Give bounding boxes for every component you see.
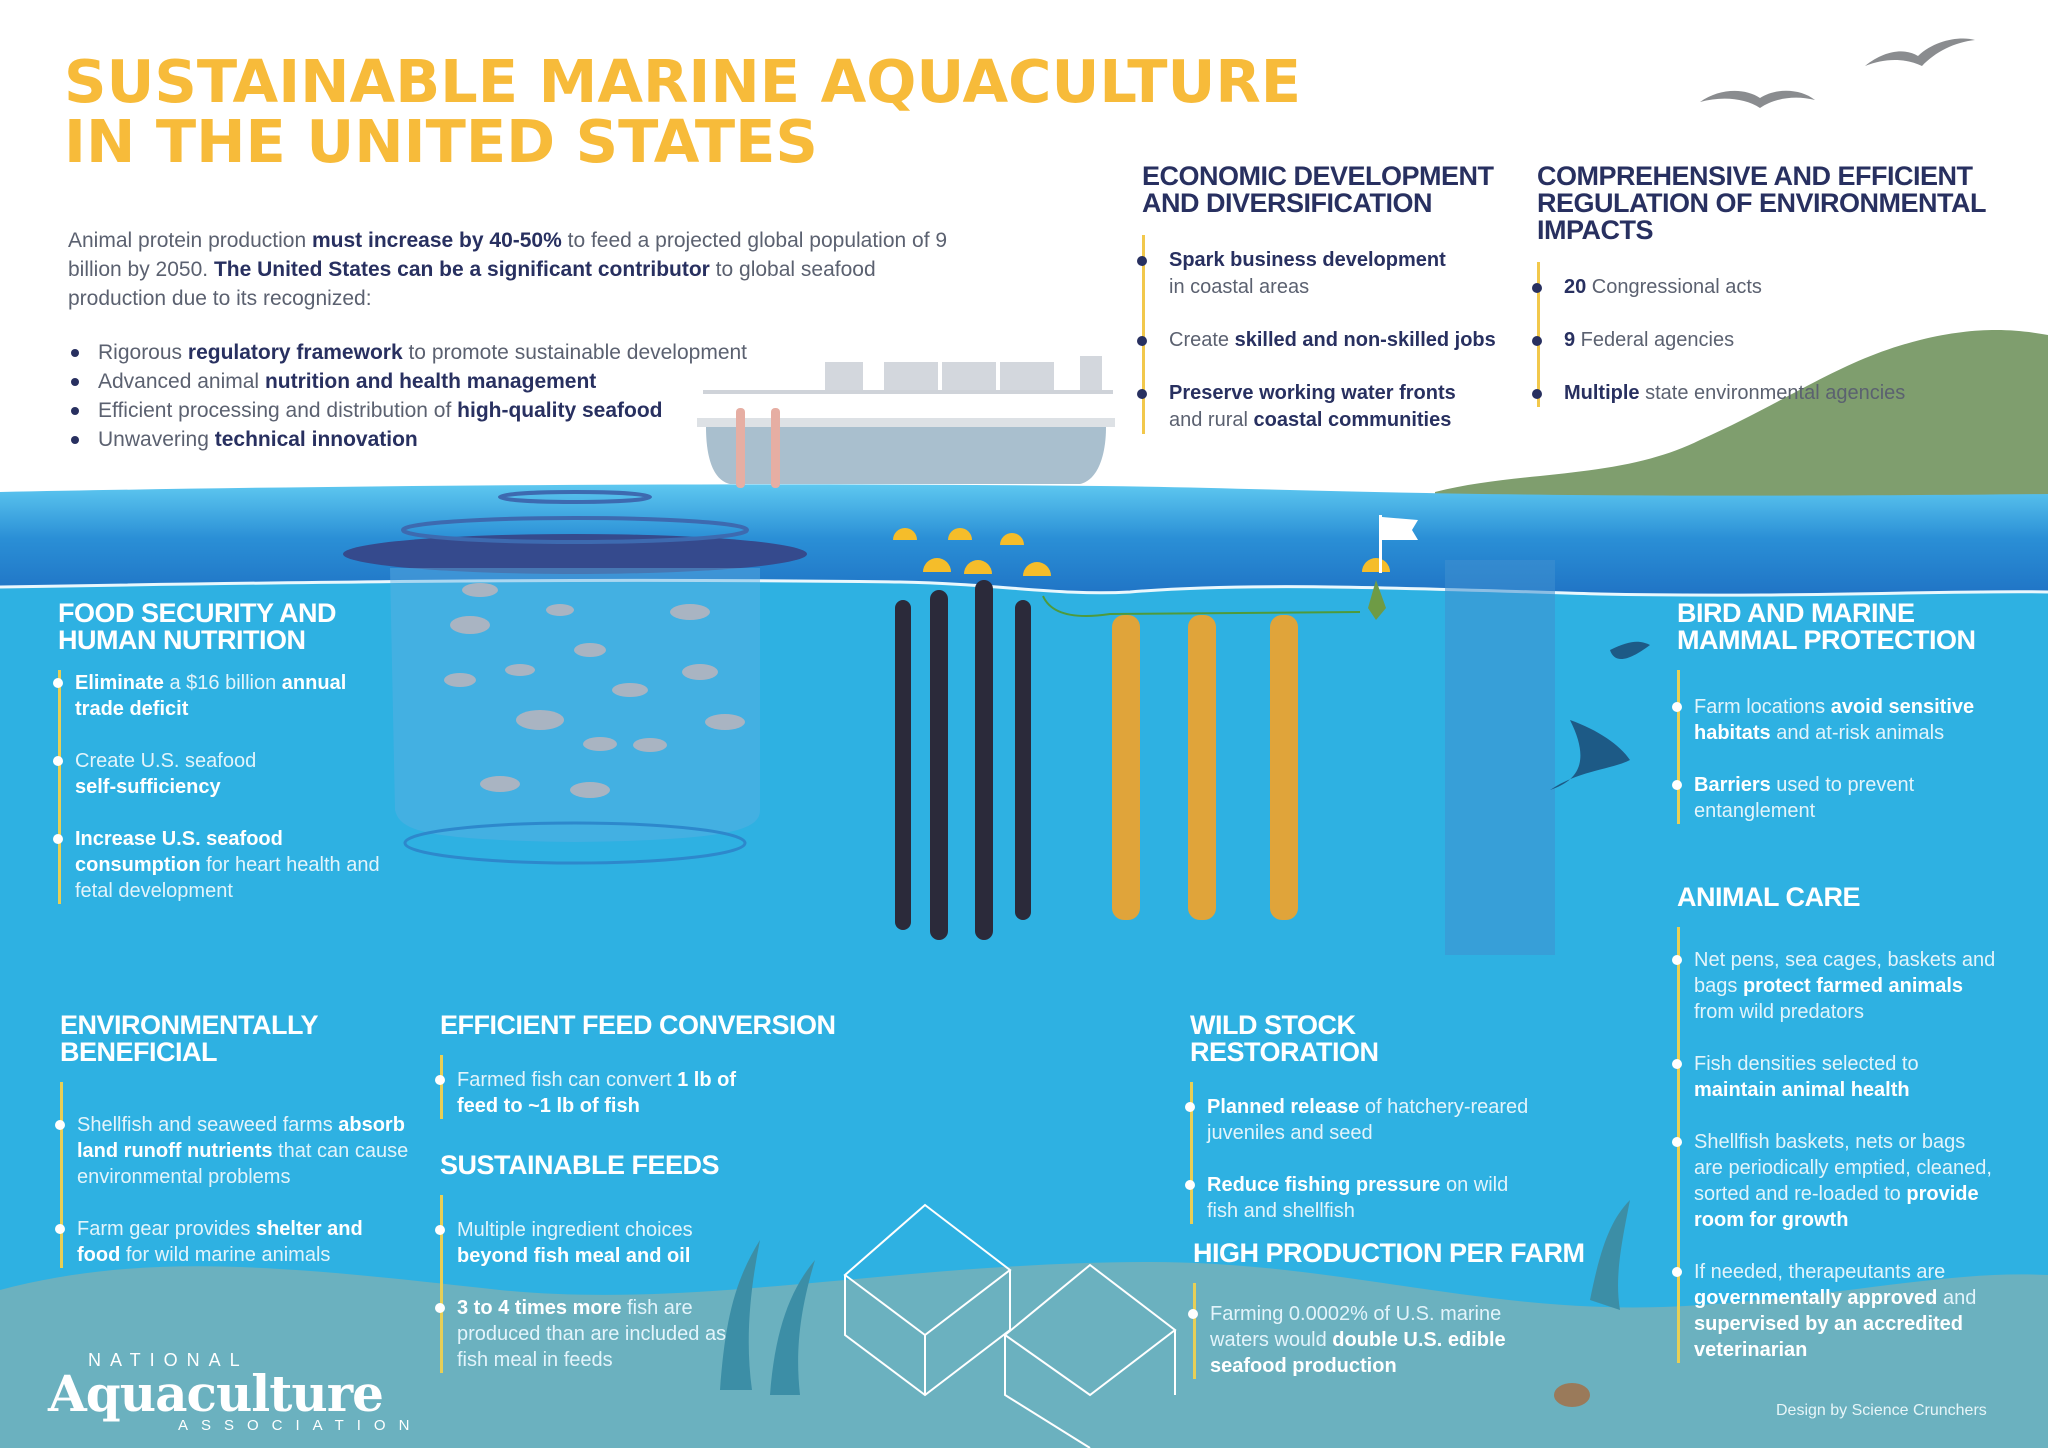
coastline-land [1435,330,2048,520]
list-item: Farm locations avoid sensitive habitats … [1672,694,2007,746]
intro-paragraph: Animal protein production must increase … [68,229,948,310]
list-item: Shellfish and seaweed farms absorb land … [55,1114,409,1188]
seagull-icon [1700,90,1815,108]
list-item: Farm gear provides shelter and food for … [55,1216,410,1268]
list-item: Farmed fish can convert 1 lb of feed to … [435,1069,736,1117]
section-animal-care: ANIMAL CARE Net pens, sea cages, baskets… [1672,882,1997,1363]
design-credit: Design by Science Crunchers [1776,1402,1987,1419]
section-high-production: HIGH PRODUCTION PER FARM Farming 0.0002%… [1188,1238,1593,1379]
ship-icon [697,356,1115,488]
list-item: 9 Federal agencies [1532,327,2007,354]
list-item: Eliminate a $16 billion annual trade def… [53,670,388,722]
list-item: Rigorous regulatory framework to promote… [68,338,768,367]
section-sustainable-feeds: SUSTAINABLE FEEDS Multiple ingredient ch… [435,1150,740,1373]
list-item: Increase U.S. seafood consumption for he… [53,826,388,904]
seal-icon [1550,720,1630,790]
section-heading: SUSTAINABLE FEEDS [440,1150,720,1180]
fish-net-pen-icon [343,490,807,865]
list-item: Planned release of hatchery-reared juven… [1185,1094,1537,1146]
kelp-line-icon [1112,615,1298,920]
mussel-line-icon [895,580,1031,940]
list-item: Fish densities selected to maintain anim… [1672,1051,1997,1103]
list-item: 20 Congressional acts [1532,274,2007,301]
net-barrier [1445,560,1555,955]
section-feed-conversion: EFFICIENT FEED CONVERSION Farmed fish ca… [435,1010,840,1119]
crab-icon [1554,1383,1590,1407]
list-item: Create U.S. seafood self-sufficiency [53,748,388,800]
list-item: Create skilled and non-skilled jobs [1137,327,1522,354]
list-item: Unwavering technical innovation [68,425,768,454]
list-item: Efficient processing and distribution of… [68,396,768,425]
list-item: Multiple ingredient choices beyond fish … [435,1217,740,1269]
list-item: If needed, therapeutants are governmenta… [1672,1259,1997,1363]
seabed [0,1262,2048,1448]
section-heading: HIGH PRODUCTION PER FARM [1193,1238,1585,1268]
intro-bullet-list: Rigorous regulatory framework to promote… [68,338,768,454]
page-title: SUSTAINABLE MARINE AQUACULTURE IN THE UN… [64,47,1302,176]
section-heading: WILD STOCK RESTORATION [1190,1010,1379,1067]
seaweed-icon [720,1200,1630,1395]
list-item: Advanced animal nutrition and health man… [68,367,768,396]
naa-logo: NATIONAL Aquaculture ASSOCIATION [48,1350,423,1434]
seal-icon [1610,641,1650,660]
section-heading: EFFICIENT FEED CONVERSION [440,1010,836,1040]
list-item: Farming 0.0002% of U.S. marine waters wo… [1188,1301,1540,1379]
buoy-icon [893,528,1390,576]
list-item: Shellfish baskets, nets or bags are peri… [1672,1129,1997,1233]
list-item: Reduce fishing pressure on wild fish and… [1185,1172,1537,1224]
oyster-cage-icon [843,1203,1177,1448]
list-item: 3 to 4 times more fish are produced than… [435,1295,740,1373]
section-wild-stock-restoration: WILD STOCK RESTORATION Planned release o… [1185,1010,1550,1224]
list-item: Multiple state environmental agencies [1532,380,2007,407]
list-item: Net pens, sea cages, baskets and bags pr… [1672,949,1996,1023]
flag-icon [1382,517,1418,540]
section-heading: ANIMAL CARE [1677,882,1861,912]
list-item: Barriers used to prevent entanglement [1672,772,2007,824]
seagull-icon [1865,38,1975,66]
